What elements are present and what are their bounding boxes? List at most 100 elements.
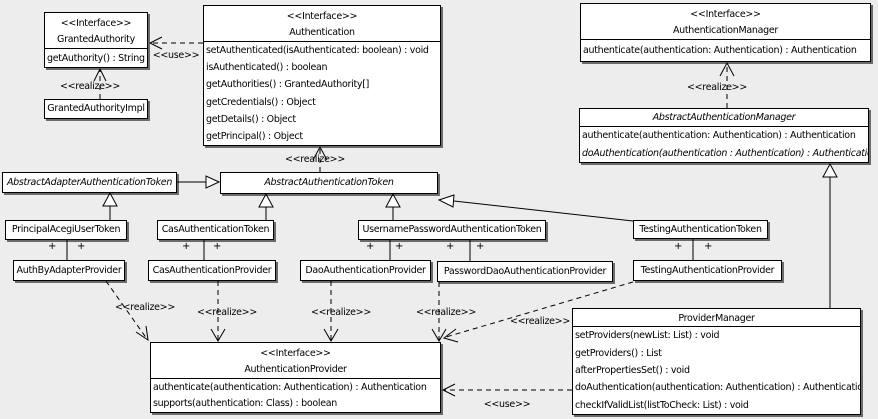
method: authenticate(authentication: Authenticat…	[582, 130, 856, 142]
method: setProviders(newList: List) : void	[575, 330, 720, 342]
method: afterPropertiesSet() : void	[575, 365, 690, 377]
class-name: ProviderManager	[678, 313, 755, 324]
association-end-label: +	[77, 241, 86, 252]
generalization-arrowhead	[822, 162, 838, 178]
method: authenticate(authentication: Authenticat…	[153, 381, 427, 393]
stereotype: <<Interface>>	[286, 11, 358, 22]
class-provider-manager: ProviderManager setProviders(newList: Li…	[572, 308, 861, 415]
class-name: AbstractAuthenticationManager	[652, 112, 796, 123]
realize-arrowhead	[210, 328, 226, 342]
class-authentication-provider: <<Interface>> AuthenticationProvider aut…	[150, 342, 441, 413]
method: doAuthentication(authentication: Authent…	[575, 382, 860, 394]
stereotype: <<Interface>>	[260, 348, 331, 359]
class-header: <<Interface>> Authentication	[204, 6, 440, 41]
generalization-testingtoken-abstracttoken	[453, 200, 634, 222]
class-dao-authentication-provider: DaoAuthenticationProvider	[300, 260, 431, 281]
method-compartment: setAuthenticated(isAuthenticated: boolea…	[204, 41, 440, 145]
generalization-arrowhead	[437, 194, 455, 208]
class-name: AbstractAdapterAuthenticationToken	[6, 176, 173, 188]
edge-label-realize-authentication-manager: <<realize>>	[686, 82, 747, 93]
edge-label-realize-cas-provider: <<realize>>	[196, 307, 257, 318]
class-name: AuthenticationManager	[672, 25, 779, 36]
edge-label-realize-password-dao: <<realize>>	[415, 307, 476, 318]
class-testing-authentication-provider: TestingAuthenticationProvider	[633, 260, 782, 281]
class-authentication: <<Interface>> Authentication setAuthenti…	[203, 5, 441, 146]
method: isAuthenticated() : boolean	[206, 62, 328, 74]
edge-label-use-granted-authority: <<use>>	[152, 50, 200, 61]
edge-label-use-provider-manager: <<use>>	[483, 399, 531, 410]
generalization-arrowhead	[102, 191, 118, 207]
class-name: AbstractAuthenticationToken	[264, 177, 394, 188]
method-compartment: setProviders(newList: List) : void getPr…	[573, 326, 860, 414]
method-abstract: doAuthentication(authentication : Authen…	[582, 147, 868, 159]
class-name: CasAuthenticationToken	[161, 224, 270, 235]
realize-arrowhead	[93, 67, 107, 82]
realize-arrowhead	[719, 61, 735, 77]
realize-arrowhead	[431, 328, 447, 342]
class-header: <<Interface>> GrantedAuthority	[45, 13, 147, 48]
method: getAuthority() : String	[47, 52, 145, 64]
generalization-arrowhead	[258, 192, 274, 208]
method: supports(authentication: Class) : boolea…	[153, 398, 338, 410]
class-name: Authentication	[289, 27, 355, 38]
stereotype: <<Interface>>	[690, 9, 761, 20]
class-abstract-adapter-authentication-token: AbstractAdapterAuthenticationToken	[2, 172, 177, 193]
edge-label-realize-auth-by-adapter: <<realize>>	[114, 302, 175, 313]
class-username-password-authentication-token: UsernamePasswordAuthenticationToken	[358, 220, 546, 240]
edge-label-realize-dao-provider: <<realize>>	[310, 307, 371, 318]
method-compartment: authenticate(authentication: Authenticat…	[151, 378, 440, 412]
class-header: AbstractAuthenticationManager	[580, 109, 868, 126]
class-name: PasswordDaoAuthenticationProvider	[443, 265, 607, 277]
association-end-label: +	[704, 241, 713, 252]
edge-label-realize-authentication: <<realize>>	[284, 154, 345, 165]
method-compartment: authenticate(authentication: Authenticat…	[581, 39, 870, 61]
class-name: PrincipalAcegiUserToken	[11, 224, 121, 235]
use-arrowhead	[148, 36, 163, 50]
class-header: <<Interface>> AuthenticationProvider	[151, 343, 440, 378]
class-password-dao-authentication-provider: PasswordDaoAuthenticationProvider	[437, 261, 613, 282]
class-name: TestingAuthenticationToken	[639, 223, 762, 235]
association-end-label: +	[395, 241, 404, 252]
association-end-label: +	[476, 241, 485, 252]
method: getDetails() : Object	[206, 113, 296, 125]
stereotype: <<Interface>>	[60, 18, 132, 29]
class-name: AuthByAdapterProvider	[16, 264, 122, 276]
use-arrowhead	[441, 383, 456, 397]
class-name: DaoAuthenticationProvider	[305, 264, 426, 276]
class-auth-by-adapter-provider: AuthByAdapterProvider	[13, 260, 125, 281]
method-compartment: authenticate(authentication: Authenticat…	[580, 126, 868, 162]
realize-arrowhead	[135, 325, 149, 342]
class-granted-authority: <<Interface>> GrantedAuthority getAuthor…	[44, 12, 148, 68]
method: authenticate(authentication: Authenticat…	[583, 45, 857, 56]
association-end-label: +	[366, 241, 375, 252]
class-abstract-authentication-token: AbstractAuthenticationToken	[220, 172, 438, 194]
association-end-label: +	[48, 241, 57, 252]
association-end-label: +	[674, 241, 683, 252]
class-header: <<Interface>> AuthenticationManager	[581, 4, 870, 39]
association-end-label: +	[446, 241, 455, 252]
method-compartment: getAuthority() : String	[45, 48, 147, 67]
realize-arrowhead	[442, 328, 459, 343]
method: checkIfValidList(listToCheck: List) : vo…	[575, 399, 749, 411]
class-name: CasAuthenticationProvider	[152, 264, 272, 276]
method: getProviders() : List	[575, 347, 662, 359]
class-name: TestingAuthenticationProvider	[640, 264, 775, 276]
class-granted-authority-impl: GrantedAuthorityImpl	[44, 99, 148, 119]
realize-arrowhead	[323, 328, 339, 342]
class-name: GrantedAuthorityImpl	[47, 103, 145, 114]
class-header: ProviderManager	[573, 309, 860, 326]
class-testing-authentication-token: TestingAuthenticationToken	[633, 220, 768, 239]
method: getCredentials() : Object	[206, 96, 316, 108]
class-authentication-manager: <<Interface>> AuthenticationManager auth…	[580, 3, 871, 62]
edge-label-realize-granted-authority: <<realize>>	[59, 81, 120, 92]
class-name: GrantedAuthority	[57, 34, 135, 45]
class-cas-authentication-provider: CasAuthenticationProvider	[148, 260, 276, 281]
class-name: UsernamePasswordAuthenticationToken	[362, 224, 542, 235]
generalization-arrowhead	[385, 192, 401, 208]
class-cas-authentication-token: CasAuthenticationToken	[157, 220, 274, 240]
class-principal-acegi-user-token: PrincipalAcegiUserToken	[5, 220, 127, 240]
method: getPrincipal() : Object	[206, 130, 303, 142]
edge-label-realize-testing-provider: <<realize>>	[509, 316, 570, 327]
